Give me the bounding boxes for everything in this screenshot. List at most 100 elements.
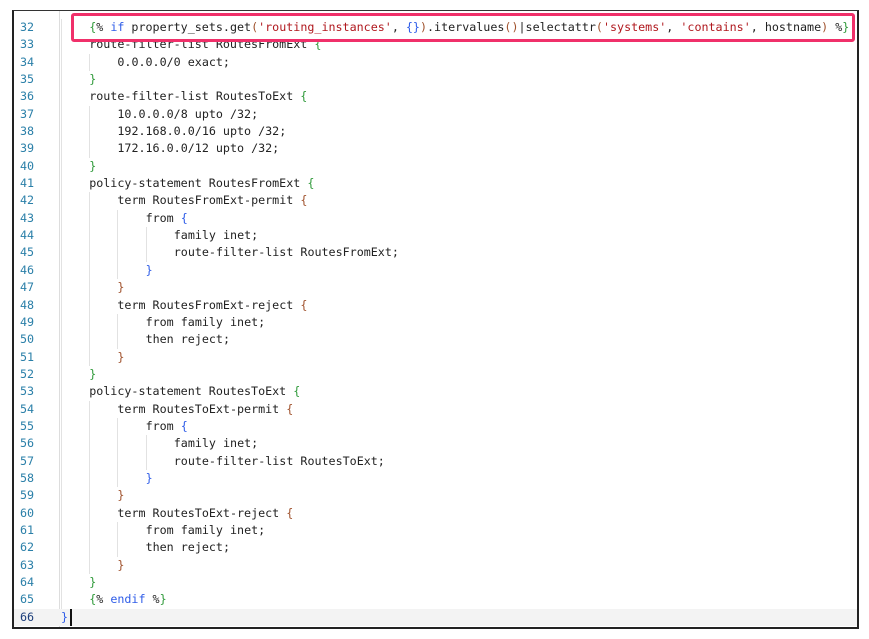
code-token: |selectattr [518,20,596,34]
indent-guide [89,505,117,522]
code-text: } [61,609,68,626]
line-number: 48 [20,297,35,312]
line-number: 32 [20,20,35,34]
indent-guide [89,349,117,366]
code-token: term RoutesFromExt-permit [117,193,301,208]
code-token: () [504,20,519,34]
line-number: 45 [20,245,35,260]
code-token: 172.16.0.0/12 upto /32; [117,141,280,156]
code-text: } [61,366,96,383]
code-token: then reject; [145,332,231,347]
code-line[interactable]: 63} [14,557,857,574]
indent-guide [117,262,145,279]
line-number: 54 [20,401,35,416]
code-line[interactable]: 45 route-filter-list RoutesFromExt; [14,244,857,261]
line-number: 42 [20,193,35,208]
code-token: {} [405,20,420,34]
code-token: ( [251,20,259,34]
indent-guide [89,123,117,140]
indent-guide [61,192,89,209]
code-text: } [61,574,96,591]
code-line[interactable]: 51} [14,349,857,366]
code-text: } [61,158,96,175]
code-lines[interactable]: 32 {% if property_sets.get('routing_insta… [14,19,857,627]
code-token: } [145,262,153,277]
code-line[interactable]: 54 term RoutesToExt-permit { [14,401,857,418]
code-token: route-filter-list RoutesToExt [89,89,301,104]
code-line[interactable]: 40} [14,158,857,175]
code-text: route-filter-list RoutesToExt { [61,88,307,105]
indent-guide [61,210,89,227]
indent-guide [89,435,117,452]
code-line[interactable]: 46} [14,262,857,279]
code-line[interactable]: 66} [14,608,857,627]
code-line[interactable]: 59} [14,487,857,504]
line-number: 47 [20,280,35,295]
code-token: ( [595,20,603,34]
indent-guide [89,106,117,123]
code-line[interactable]: 52} [14,366,857,383]
code-token: { [314,37,322,52]
line-number: 57 [20,453,35,468]
code-text: route-filter-list RoutesFromExt; [61,244,399,261]
line-number: 46 [20,262,35,277]
code-token: } [89,366,97,381]
code-text: 10.0.0.0/8 upto /32; [61,106,258,123]
indent-guide [61,331,89,348]
code-line[interactable]: 64} [14,574,857,591]
code-token: { [89,592,97,607]
code-token: endif [110,592,146,607]
code-text: from family inet; [61,522,266,539]
code-line[interactable]: 65{% endif %} [14,591,857,608]
code-text: then reject; [61,539,230,556]
code-token: { [286,401,294,416]
code-token: 'contains' [680,20,751,34]
code-token: from [145,418,181,433]
indent-guide [61,262,89,279]
code-editor[interactable]: 32 {% if property_sets.get('routing_insta… [12,10,859,629]
code-line[interactable]: 47} [14,279,857,296]
code-text: {% if property_sets.get('routing_instanc… [61,19,849,36]
indent-guide [117,314,145,331]
indent-guide [89,314,117,331]
code-token: family inet; [173,436,259,451]
code-token: } [117,349,125,364]
code-line[interactable]: 32 {% if property_sets.get('routing_insta… [14,19,857,36]
line-number: 33 [20,37,35,52]
code-token: % [828,20,843,34]
code-text: 0.0.0.0/0 exact; [61,54,230,71]
code-token: policy-statement RoutesToExt [89,384,294,399]
indent-guide [61,297,89,314]
code-line[interactable]: 35} [14,71,857,88]
indent-guide [89,522,117,539]
line-number: 38 [20,124,35,139]
code-token: term RoutesToExt-permit [117,401,287,416]
line-number: 58 [20,470,35,485]
code-token: } [89,158,97,173]
code-text: from { [61,418,188,435]
code-token: 10.0.0.0/8 upto /32; [117,106,259,121]
line-number: 53 [20,384,35,399]
indent-guide [61,349,89,366]
indent-guide [61,453,89,470]
code-line[interactable]: 58} [14,470,857,487]
